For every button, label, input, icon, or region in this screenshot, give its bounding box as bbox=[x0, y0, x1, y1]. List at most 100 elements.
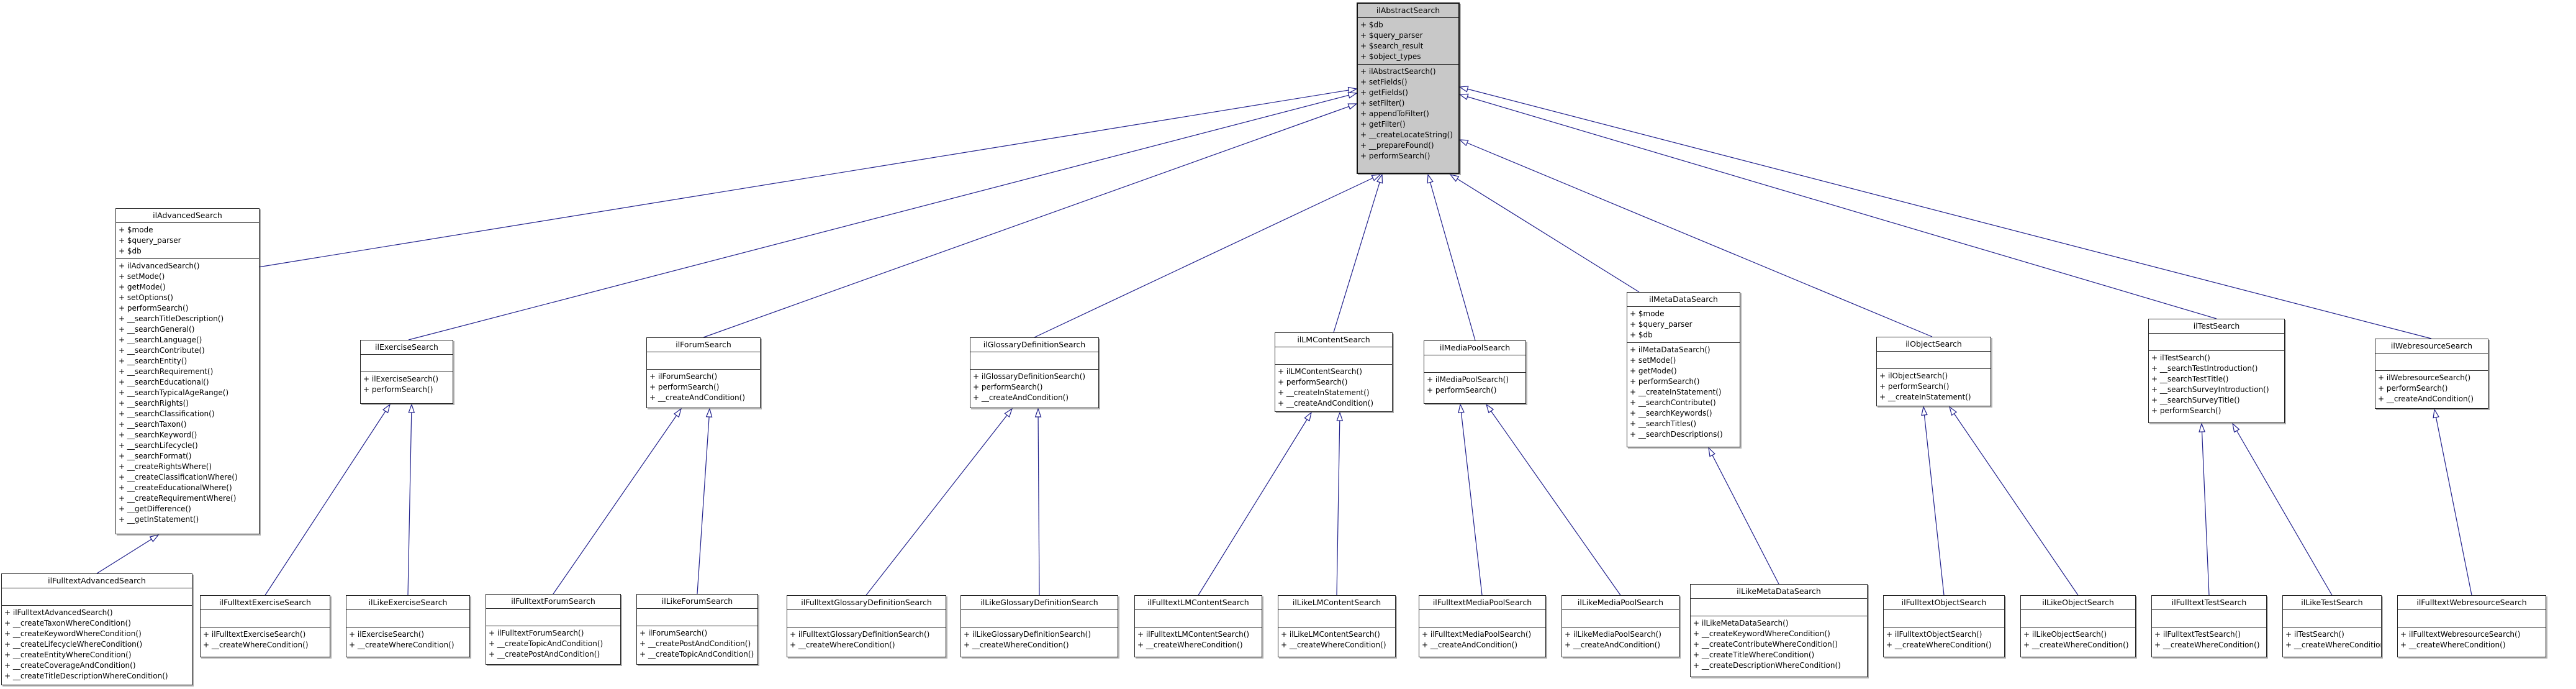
inheritance-edge-ilLikeExerciseSearch-to-ilExerciseSearch bbox=[407, 403, 415, 596]
class-title[interactable]: ilLikeTestSearch bbox=[2283, 596, 2381, 610]
class-attribute: + $mode bbox=[1630, 309, 1665, 318]
class-method: + __searchTestTitle() bbox=[2151, 375, 2229, 383]
class-attrs-section bbox=[1135, 610, 1262, 627]
class-title[interactable]: ilAbstractSearch bbox=[1358, 4, 1458, 18]
class-method: + ilLMContentSearch() bbox=[1278, 367, 1362, 376]
class-title[interactable]: ilLikeObjectSearch bbox=[2021, 596, 2135, 610]
class-title[interactable]: ilLikeForumSearch bbox=[637, 595, 757, 609]
class-box-ilMetaDataSearch[interactable]: ilMetaDataSearch+ $mode+ $query_parser+ … bbox=[1627, 292, 1740, 447]
class-method: + __createAndCondition() bbox=[2378, 395, 2474, 403]
class-title[interactable]: ilGlossaryDefinitionSearch bbox=[970, 338, 1098, 352]
class-method: + performSearch() bbox=[1630, 377, 1700, 386]
class-method: + setMode() bbox=[1630, 356, 1676, 365]
class-method: + ilLikeLMContentSearch() bbox=[1281, 630, 1380, 639]
class-method: + ilAdvancedSearch() bbox=[119, 262, 200, 270]
class-title[interactable]: ilFulltextAdvancedSearch bbox=[2, 574, 192, 588]
class-box-ilLikeObjectSearch[interactable]: ilLikeObjectSearch + ilLikeObjectSearch()… bbox=[2020, 595, 2136, 657]
class-method: + ilForumSearch() bbox=[639, 629, 708, 637]
inheritance-edge-ilLikeObjectSearch-to-ilObjectSearch bbox=[1948, 406, 2079, 596]
class-box-ilGlossaryDefinitionSearch[interactable]: ilGlossaryDefinitionSearch+ ilGlossaryDe… bbox=[970, 337, 1099, 408]
class-method: + performSearch() bbox=[1427, 386, 1497, 395]
class-attrs-section bbox=[1424, 355, 1525, 373]
class-box-ilFulltextExerciseSearch[interactable]: ilFulltextExerciseSearch+ ilFulltextExer… bbox=[200, 595, 330, 657]
class-title[interactable]: ilFulltextObjectSearch bbox=[1884, 596, 2004, 610]
class-box-ilAdvancedSearch[interactable]: ilAdvancedSearch+ $mode+ $query_parser+ … bbox=[115, 208, 260, 534]
class-box-ilLikeExerciseSearch[interactable]: ilLikeExerciseSearch+ ilExerciseSearch()… bbox=[346, 595, 470, 657]
class-attribute: + $search_result bbox=[1360, 42, 1424, 50]
inheritance-edge-ilMediaPoolSearch-to-ilAbstractSearch bbox=[1427, 173, 1476, 341]
class-box-ilLikeMetaDataSearch[interactable]: ilLikeMetaDataSearch+ ilLikeMetaDataSear… bbox=[1690, 584, 1868, 677]
class-box-ilMediaPoolSearch[interactable]: ilMediaPoolSearch + ilMediaPoolSearch()+ … bbox=[1424, 340, 1526, 404]
class-box-ilLikeMediaPoolSearch[interactable]: ilLikeMediaPoolSearch+ ilLikeMediaPoolSe… bbox=[1561, 595, 1679, 657]
class-method: + ilFulltextObjectSearch() bbox=[1886, 630, 1982, 639]
inheritance-edge-ilAdvancedSearch-to-ilAbstractSearch bbox=[258, 86, 1358, 268]
class-box-ilFulltextTestSearch[interactable]: ilFulltextTestSearch + ilFulltextTestSear… bbox=[2151, 595, 2267, 657]
class-box-ilExerciseSearch[interactable]: ilExerciseSearch+ ilExerciseSearch()+ pe… bbox=[360, 340, 453, 404]
class-box-ilAbstractSearch[interactable]: ilAbstractSearch+ $db+ $query_parser+ $s… bbox=[1357, 2, 1460, 174]
class-method: + __searchEntity() bbox=[119, 357, 188, 365]
class-title[interactable]: ilFulltextTestSearch bbox=[2152, 596, 2266, 610]
inheritance-edge-ilFulltextWebresourceSearch-to-ilWebresourceSearch bbox=[2433, 408, 2472, 596]
class-title[interactable]: ilFulltextForumSearch bbox=[486, 595, 620, 609]
class-methods-section: + ilForumSearch()+ performSearch()+ __cr… bbox=[647, 370, 760, 408]
class-box-ilLikeGlossaryDefinitionSearch[interactable]: ilLikeGlossaryDefinitionSearch+ ilLikeGl… bbox=[960, 595, 1118, 657]
class-box-ilFulltextForumSearch[interactable]: ilFulltextForumSearch+ ilFulltextForumSe… bbox=[486, 594, 621, 665]
class-title[interactable]: ilFulltextGlossaryDefinitionSearch bbox=[787, 596, 946, 610]
class-title[interactable]: ilExerciseSearch bbox=[361, 340, 453, 355]
inheritance-edge-ilLikeGlossaryDefinitionSearch-to-ilGlossaryDefinitionSearch bbox=[1034, 408, 1042, 596]
class-title[interactable]: ilLikeMediaPoolSearch bbox=[1562, 596, 1679, 610]
class-title[interactable]: ilForumSearch bbox=[647, 338, 760, 352]
class-methods-section: + ilLikeObjectSearch()+ __createWhereCon… bbox=[2021, 627, 2135, 657]
class-box-ilTestSearch[interactable]: ilTestSearch+ ilTestSearch()+ __searchTe… bbox=[2148, 319, 2285, 423]
class-method: + __createInStatement() bbox=[1278, 388, 1370, 397]
class-method: + __searchTestIntroduction() bbox=[2151, 364, 2258, 373]
class-box-ilFulltextMediaPoolSearch[interactable]: ilFulltextMediaPoolSearch+ ilFulltextMed… bbox=[1419, 595, 1546, 657]
class-title[interactable]: ilLikeExerciseSearch bbox=[346, 596, 469, 610]
class-title[interactable]: ilTestSearch bbox=[2149, 319, 2284, 334]
class-box-ilForumSearch[interactable]: ilForumSearch + ilForumSearch()+ performS… bbox=[646, 337, 761, 408]
class-box-ilFulltextObjectSearch[interactable]: ilFulltextObjectSearch + ilFulltextObject… bbox=[1883, 595, 2005, 657]
class-attrs-section: + $db+ $query_parser+ $search_result+ $o… bbox=[1358, 18, 1458, 65]
class-box-ilFulltextAdvancedSearch[interactable]: ilFulltextAdvancedSearch+ ilFulltextAdva… bbox=[1, 573, 192, 685]
class-attrs-section bbox=[970, 352, 1098, 370]
class-title[interactable]: ilFulltextLMContentSearch bbox=[1135, 596, 1262, 610]
class-title[interactable]: ilWebresourceSearch bbox=[2375, 339, 2488, 354]
class-method: + __createRightsWhere() bbox=[119, 462, 212, 471]
class-box-ilObjectSearch[interactable]: ilObjectSearch+ ilObjectSearch()+ perfor… bbox=[1876, 337, 1991, 406]
class-title[interactable]: ilLikeLMContentSearch bbox=[1278, 596, 1395, 610]
class-title[interactable]: ilObjectSearch bbox=[1877, 337, 1991, 352]
class-attribute: + $query_parser bbox=[1360, 31, 1423, 40]
class-box-ilFulltextLMContentSearch[interactable]: ilFulltextLMContentSearch+ ilFulltextLMC… bbox=[1134, 595, 1262, 657]
class-method: + __createDescriptionWhereCondition() bbox=[1693, 661, 1841, 670]
class-title[interactable]: ilAdvancedSearch bbox=[116, 209, 259, 223]
class-method: + performSearch() bbox=[1879, 382, 1950, 391]
class-method: + ilFulltextTestSearch() bbox=[2154, 630, 2241, 639]
class-title[interactable]: ilLikeGlossaryDefinitionSearch bbox=[961, 596, 1118, 610]
class-box-ilLikeForumSearch[interactable]: ilLikeForumSearch+ ilForumSearch()+ __cr… bbox=[636, 594, 758, 665]
class-title[interactable]: ilLMContentSearch bbox=[1275, 333, 1392, 347]
class-box-ilLMContentSearch[interactable]: ilLMContentSearch + ilLMContentSearch() + … bbox=[1275, 332, 1393, 412]
class-methods-section: + ilMediaPoolSearch()+ performSearch() bbox=[1424, 373, 1525, 403]
class-box-ilLikeLMContentSearch[interactable]: ilLikeLMContentSearch + ilLikeLMContentSe… bbox=[1278, 595, 1396, 657]
class-title[interactable]: ilMetaDataSearch bbox=[1627, 293, 1740, 307]
class-box-ilLikeTestSearch[interactable]: ilLikeTestSearch+ ilTestSearch()+ __crea… bbox=[2282, 595, 2382, 657]
class-attrs-section bbox=[361, 355, 453, 372]
class-method: + __createLifecycleWhereCondition() bbox=[4, 640, 143, 649]
class-title[interactable]: ilFulltextWebresourceSearch bbox=[2398, 596, 2546, 610]
class-method: + ilExerciseSearch() bbox=[363, 375, 439, 383]
class-title[interactable]: ilMediaPoolSearch bbox=[1424, 341, 1525, 355]
class-method: + ilWebresourceSearch() bbox=[2378, 373, 2471, 382]
class-title[interactable]: ilFulltextMediaPoolSearch bbox=[1419, 596, 1545, 610]
class-method: + performSearch() bbox=[649, 383, 720, 391]
class-method: + __searchRights() bbox=[119, 399, 189, 408]
class-box-ilWebresourceSearch[interactable]: ilWebresourceSearch + ilWebresourceSearch… bbox=[2375, 339, 2488, 409]
class-box-ilFulltextGlossaryDefinitionSearch[interactable]: ilFulltextGlossaryDefinitionSearch+ ilFu… bbox=[787, 595, 946, 657]
inheritance-edge-ilFulltextLMContentSearch-to-ilLMContentSearch bbox=[1198, 411, 1312, 596]
class-method: + __createLocateString() bbox=[1360, 130, 1453, 139]
class-title[interactable]: ilLikeMetaDataSearch bbox=[1691, 585, 1867, 599]
inheritance-edge-ilMetaDataSearch-to-ilAbstractSearch bbox=[1449, 174, 1640, 293]
class-title[interactable]: ilFulltextExerciseSearch bbox=[201, 596, 330, 610]
class-attrs-section bbox=[201, 610, 330, 627]
class-method: + __searchSurveyIntroduction() bbox=[2151, 385, 2269, 394]
class-box-ilFulltextWebresourceSearch[interactable]: ilFulltextWebresourceSearch+ ilFulltextW… bbox=[2397, 595, 2546, 657]
